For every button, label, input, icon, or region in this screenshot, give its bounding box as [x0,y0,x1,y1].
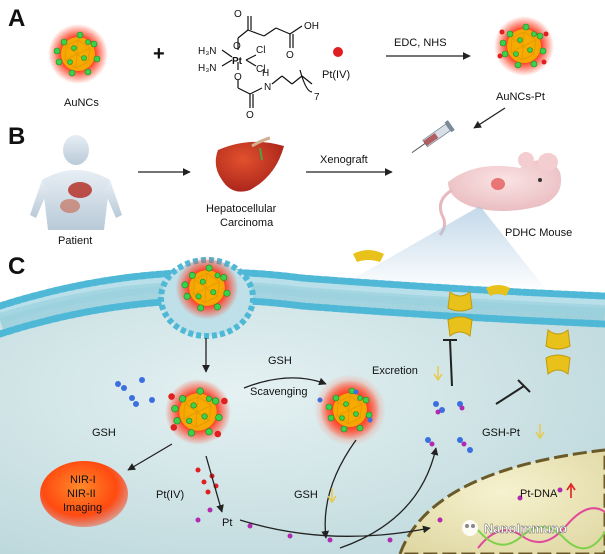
pt-iv-dot [333,47,343,57]
scavenging-arrow [243,377,327,389]
hcc-label-line1: Hepatocellular [206,203,277,215]
mouse-icon [438,152,562,236]
gsh-molecules [115,377,473,453]
svg-text:O: O [233,41,241,52]
excretion-label: Excretion [372,365,418,377]
dna-helix [477,507,605,550]
pt-dna-label: Pt-DNA [520,488,558,500]
hcc-label-line2: Carcinoma [220,217,274,229]
intracellular-cluster [164,378,232,446]
svg-text:NanoImmuno: NanoImmuno [484,521,567,536]
liver-icon [215,136,284,192]
gsh-depletion-arrow [321,439,357,539]
gsh-label-left: GSH [92,427,116,439]
svg-text:Pt: Pt [232,56,243,67]
gsh-pt-inhibit [495,385,525,405]
gsh-down-label: GSH [294,489,318,501]
aunc-pt-cluster [493,15,555,77]
excretion-inhibit [449,339,453,387]
svg-text:Cl: Cl [256,64,265,75]
nir-label-1: NIR-I [70,474,96,486]
svg-text:O: O [246,110,254,121]
entering-cluster [174,255,240,321]
aunc-cluster-a [47,23,109,85]
channel-top-2 [486,285,510,296]
panel-label-c: C [8,253,25,280]
panel-label-b: B [8,123,25,150]
reaction-conditions: EDC, NHS [394,37,447,49]
svg-text:H₃N: H₃N [198,46,217,57]
svg-text:O: O [286,50,294,61]
aunc-label: AuNCs [64,97,99,109]
watermark: NanoImmuno [462,520,567,536]
pt-to-gsh-pt-arrow [339,447,439,549]
pt-to-nucleus-arrow [239,519,431,537]
pt-iv-release-label: Pt(IV) [156,489,184,501]
scavenged-cluster [314,374,386,446]
pt-iv-label: Pt(IV) [322,69,350,81]
aunc-pt-label: AuNCs-Pt [496,91,545,103]
zoom-beam [330,206,548,292]
svg-text:H: H [262,68,269,79]
mouse-label: PDHC Mouse [505,227,572,239]
patient-label: Patient [58,235,92,247]
gsh-scavenging-label-2: Scavenging [250,386,308,398]
svg-text:Cl: Cl [256,45,265,56]
pt-iv-release-arrow [205,455,224,513]
channel-top-1 [353,250,384,262]
cell-membrane [0,268,605,338]
nir-imaging-badge [40,461,128,527]
panel-label-a: A [8,5,25,32]
plus-sign: + [153,43,165,65]
pt-iv-atoms: O OH O O H₃N H₃N Pt Cl Cl O O H N 7 [198,9,320,121]
pt-label: Pt [222,517,232,529]
nir-label-2: NIR-II [67,488,96,500]
svg-text:H₃N: H₃N [198,63,217,74]
svg-text:N: N [264,82,271,93]
pt-molecules [195,405,563,543]
to-nir-arrow [127,443,173,471]
patient-figure [30,135,122,230]
nir-label-3: Imaging [63,502,102,514]
cytoplasm [0,284,605,554]
svg-text:O: O [234,72,242,83]
svg-text:OH: OH [304,21,319,32]
pt-iv-structure [221,16,313,108]
svg-text:7: 7 [314,92,320,103]
syringe-icon [411,120,455,154]
xenograft-label: Xenograft [320,154,368,166]
gsh-pt-label: GSH-Pt [482,427,520,439]
svg-text:O: O [234,9,242,20]
product-to-syringe-arrow [473,107,506,129]
gsh-scavenging-label-1: GSH [268,355,292,367]
